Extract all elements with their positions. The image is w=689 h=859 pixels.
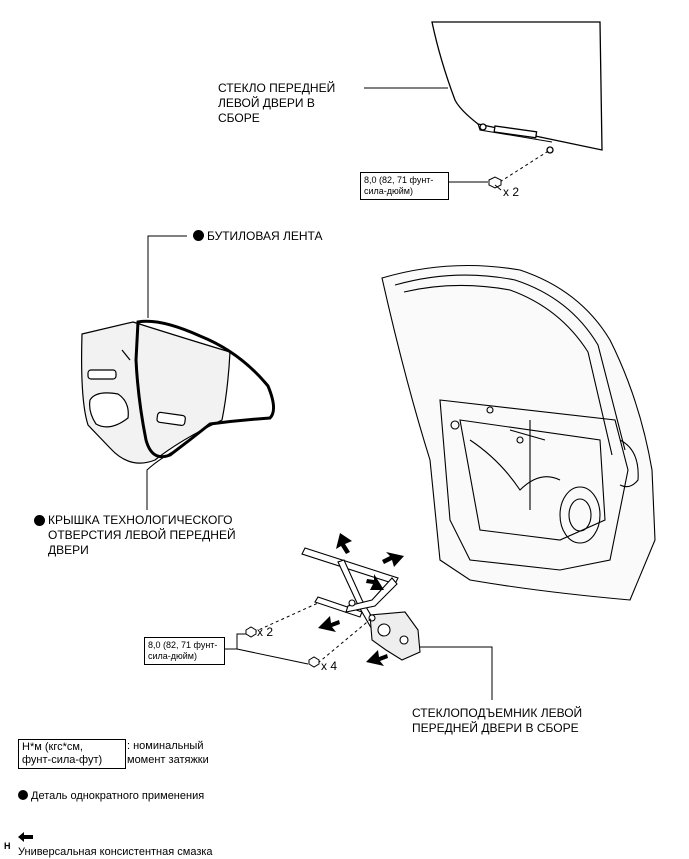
regulator-bolt-qty-upper: x 2 <box>257 625 274 639</box>
bolt-icon <box>488 176 502 191</box>
regulator-torque-box: 8,0 (82, 71 фунт- сила-дюйм) <box>144 637 225 665</box>
window-regulator <box>301 547 421 661</box>
butyl-tape-text: БУТИЛОВАЯ ЛЕНТА <box>207 229 323 243</box>
door-glass <box>431 21 603 154</box>
one-time-use-dot-icon <box>34 515 45 526</box>
cover-leader <box>146 447 181 510</box>
regulator-leader <box>420 646 493 700</box>
butyl-tape <box>134 319 275 459</box>
butyl-tape-label: БУТИЛОВАЯ ЛЕНТА <box>193 229 322 244</box>
legend-torque-unit: Н*м (кгс*см, фунт-сила-фут) <box>18 739 126 769</box>
glass-label: СТЕКЛО ПЕРЕДНЕЙ ЛЕВОЙ ДВЕРИ В СБОРЕ <box>218 81 336 125</box>
service-hole-cover <box>81 321 231 464</box>
hole-cover-text: КРЫШКА ТЕХНОЛОГИЧЕСКОГО ОТВЕРСТИЯ ЛЕВОЙ … <box>48 513 236 557</box>
glass-bolt-qty: x 2 <box>503 185 520 199</box>
legend-grease: Универсальная консистентная смазка <box>18 817 213 859</box>
bolt-icon <box>245 626 257 638</box>
grease-arrow-icon <box>318 533 404 666</box>
legend-one-time-text: Деталь однократного применения <box>31 790 205 802</box>
legend-grease-text: Универсальная консистентная смазка <box>18 846 213 858</box>
one-time-use-dot-icon <box>193 230 204 241</box>
bolt-icon <box>308 656 320 668</box>
figure-code: H <box>4 841 11 851</box>
glass-torque-box: 8,0 (82, 71 фунт- сила-дюйм) <box>360 172 449 200</box>
butyl-leader <box>147 235 187 318</box>
grease-arrow-icon <box>18 832 33 842</box>
regulator-bolt-qty-lower: x 4 <box>321 659 338 673</box>
hole-cover-label: КРЫШКА ТЕХНОЛОГИЧЕСКОГО ОТВЕРСТИЯ ЛЕВОЙ … <box>34 513 236 558</box>
one-time-use-dot-icon <box>18 790 28 800</box>
legend-torque-desc: : номинальный момент затяжки <box>127 740 209 766</box>
legend-one-time: Деталь однократного применения <box>18 789 204 803</box>
regulator-label: СТЕКЛОПОДЪЕМНИК ЛЕВОЙ ПЕРЕДНЕЙ ДВЕРИ В С… <box>412 706 583 735</box>
door-frame <box>381 265 656 601</box>
